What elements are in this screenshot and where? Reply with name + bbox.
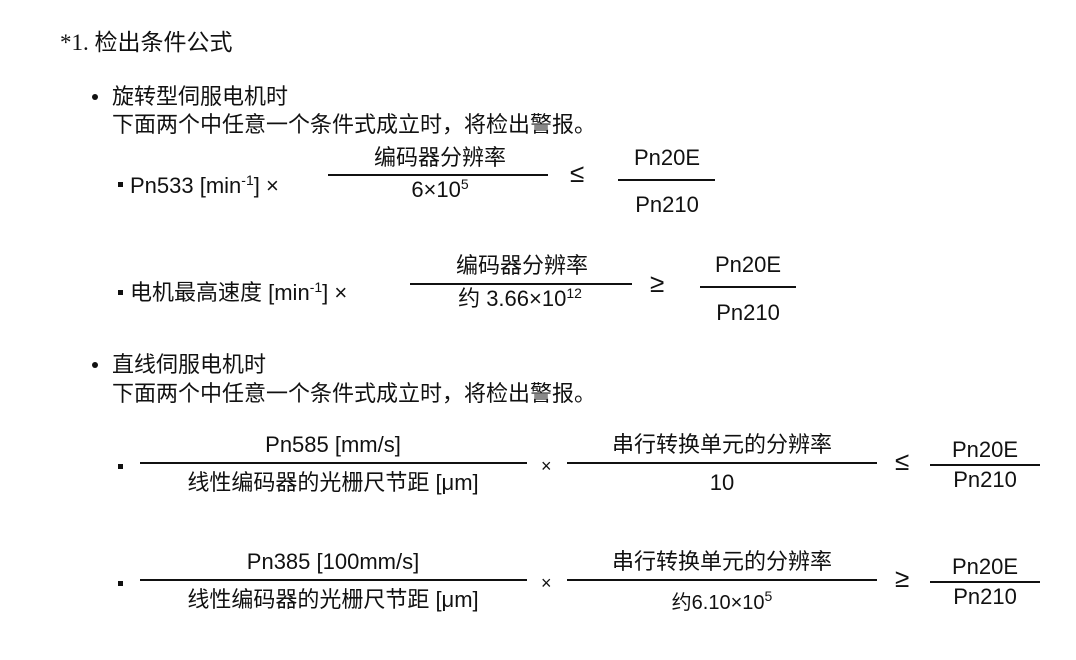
fraction-line <box>567 462 877 464</box>
formula1-denominator: 6×105 <box>411 177 468 203</box>
formula4-rhs-numerator: Pn20E <box>951 554 1019 579</box>
formula4-numerator2: 串行转换单元的分辨率 <box>611 549 833 574</box>
fraction-line <box>930 581 1040 583</box>
lhs-end: ] × <box>322 280 348 305</box>
formula4-denominator2: 约6.10×105 <box>671 588 773 616</box>
formula2-operator: ≥ <box>650 268 665 298</box>
fraction-line <box>328 174 548 176</box>
formula3-times: × <box>541 456 552 476</box>
formula3-rhs-denominator: Pn210 <box>953 467 1017 492</box>
formula2-rhs-numerator: Pn20E <box>714 252 782 277</box>
lhs-end: ] × <box>253 173 279 198</box>
formula3-operator: ≤ <box>895 446 910 476</box>
formula1-rhs-numerator: Pn20E <box>633 145 701 170</box>
superscript: -1 <box>309 279 323 295</box>
formula3-denominator2: 10 <box>709 470 735 495</box>
formula4-denominator1: 线性编码器的光栅尺节距 [μm] <box>187 587 479 612</box>
formula1-operator: ≤ <box>570 158 585 188</box>
square-bullet-icon <box>118 581 123 586</box>
fraction-line <box>567 579 877 581</box>
formula1-rhs-denominator: Pn210 <box>635 192 699 217</box>
superscript: 12 <box>566 285 582 301</box>
superscript: -1 <box>241 172 254 188</box>
formula2-numerator: 编码器分辨率 <box>455 253 589 278</box>
fraction-line <box>140 462 527 464</box>
formula4-times: × <box>541 573 552 593</box>
formula1-numerator: 编码器分辨率 <box>373 145 507 170</box>
square-bullet-icon <box>118 464 123 469</box>
formula4-operator: ≥ <box>895 563 910 593</box>
bullet-icon <box>92 362 98 368</box>
rotary-desc: 下面两个中任意一个条件式成立时，将检出警报。 <box>112 112 597 137</box>
fraction-line <box>410 283 632 285</box>
den-text: 约 3.66×10 <box>458 286 567 311</box>
formula3-numerator1: Pn585 [mm/s] <box>265 432 401 457</box>
formula2-rhs-denominator: Pn210 <box>716 300 780 325</box>
formula4-numerator1: Pn385 [100mm/s] <box>246 549 420 574</box>
fraction-line <box>930 464 1040 466</box>
rotary-title: 旋转型伺服电机时 <box>112 84 289 109</box>
den-text: 约6.10×10 <box>671 592 765 614</box>
formula3-denominator1: 线性编码器的光栅尺节距 [μm] <box>187 470 479 495</box>
fraction-line <box>618 179 715 181</box>
den-text: 6×10 <box>411 177 461 202</box>
formula3-rhs-numerator: Pn20E <box>951 437 1019 462</box>
formula2-lhs: 电机最高速度 [min-1] × <box>130 280 347 306</box>
lhs-text: 电机最高速度 [min <box>130 280 310 305</box>
heading: *1. 检出条件公式 <box>60 30 233 55</box>
formula3-numerator2: 串行转换单元的分辨率 <box>611 432 833 457</box>
superscript: 5 <box>764 588 773 604</box>
formula1-lhs: Pn533 [min-1] × <box>130 173 279 199</box>
fraction-line <box>700 286 796 288</box>
formula4-rhs-denominator: Pn210 <box>953 584 1017 609</box>
fraction-line <box>140 579 527 581</box>
linear-title: 直线伺服电机时 <box>112 352 267 377</box>
formula2-denominator: 约 3.66×1012 <box>458 286 582 312</box>
linear-desc: 下面两个中任意一个条件式成立时，将检出警报。 <box>112 381 597 406</box>
lhs-text: Pn533 [min <box>130 173 242 198</box>
superscript: 5 <box>460 176 469 192</box>
bullet-icon <box>92 94 98 100</box>
square-bullet-icon <box>118 182 123 187</box>
square-bullet-icon <box>118 290 123 295</box>
